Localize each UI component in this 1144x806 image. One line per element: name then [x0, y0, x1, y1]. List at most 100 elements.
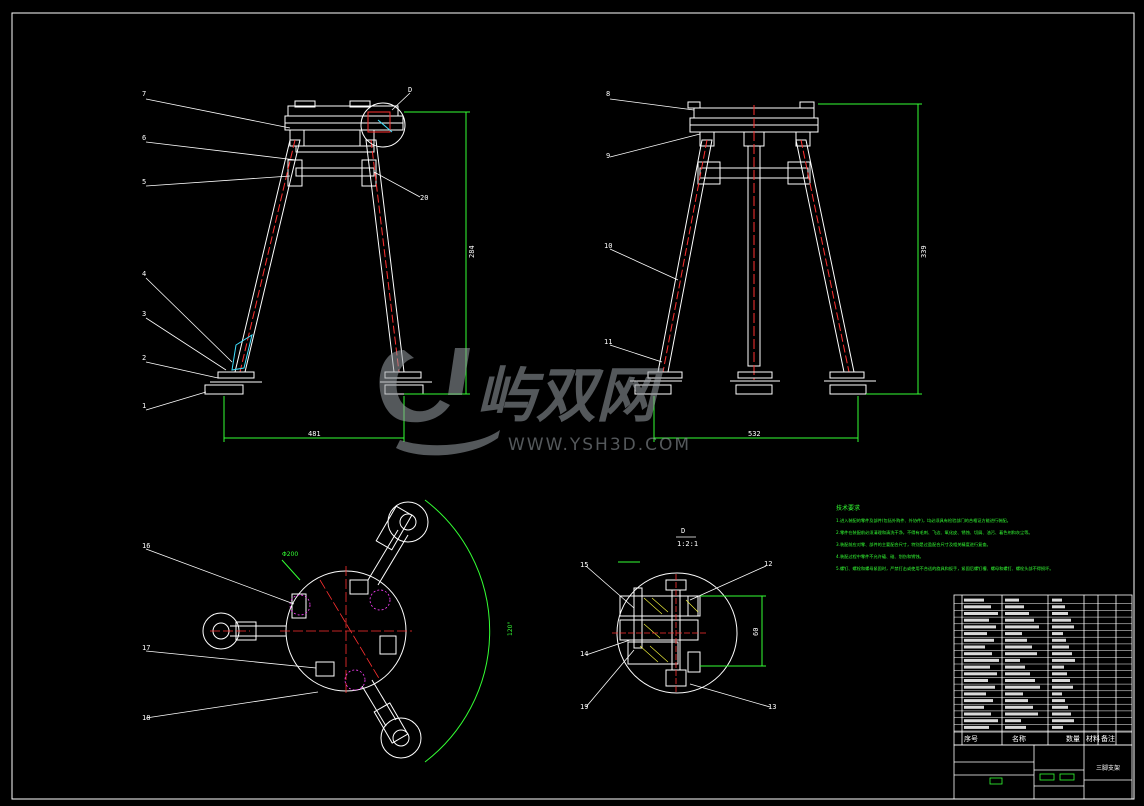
- bom-cell-mark: [1005, 679, 1035, 682]
- bom-cell-mark: [1005, 672, 1030, 676]
- front-view-dimensions: [223, 111, 470, 442]
- bom-cell-mark: [1005, 719, 1021, 723]
- label-18: 18: [142, 714, 150, 722]
- label-4: 4: [142, 270, 146, 278]
- bom-cell-mark: [964, 679, 988, 682]
- bom-cell-mark: [964, 638, 994, 642]
- bom-cell-mark: [1052, 652, 1072, 656]
- bom-cell-mark: [1052, 665, 1064, 669]
- label-16: 16: [142, 542, 150, 550]
- bom-cell-mark: [964, 598, 984, 602]
- label-12: 12: [764, 560, 772, 568]
- tech-notes-heading: 技术要求: [836, 504, 860, 512]
- side-base-dim: 532: [748, 430, 761, 438]
- bom-header-mat: 材料: [1086, 734, 1100, 743]
- bom-cell-mark: [1005, 692, 1023, 696]
- tech-note-line-2: 2.零件在装配前必须清理和清洗干净，不得有毛刺、飞边、氧化皮、锈蚀、切屑、油污、…: [836, 529, 1033, 536]
- label-D: D: [408, 86, 412, 94]
- label-20: 20: [420, 194, 428, 202]
- bom-cell-mark: [964, 658, 999, 662]
- bom-cell-mark: [1052, 605, 1065, 609]
- bom-cell-mark: [1052, 719, 1074, 723]
- bom-cell-mark: [1052, 612, 1068, 615]
- top-angle-dim: 120°: [507, 622, 514, 636]
- bom-header-no: 序号: [964, 734, 978, 743]
- label-3: 3: [142, 310, 146, 318]
- detail-dimensions: [618, 561, 766, 667]
- bom-cell-mark: [1005, 652, 1037, 656]
- bom-cell-mark: [1052, 632, 1063, 636]
- side-view-dimensions: [653, 103, 922, 442]
- sheet-border: [11, 12, 1135, 800]
- bom-cell-mark: [964, 725, 989, 729]
- title-block-marks: [989, 773, 1075, 785]
- side-view: [630, 101, 876, 395]
- detail-scale: 1:2:1: [677, 540, 698, 548]
- watermark-brand: 屿双网: [476, 361, 664, 431]
- label-9: 9: [606, 152, 610, 160]
- bom-header-name: 名称: [1012, 734, 1026, 743]
- bom-cell-mark: [1005, 705, 1033, 709]
- bom-cell-mark: [1052, 618, 1071, 622]
- top-view: [202, 501, 429, 759]
- bom-cell-mark: [1005, 605, 1024, 609]
- detail-centerlines: [612, 574, 706, 692]
- bom-cell-mark: [1052, 658, 1075, 662]
- side-height-dim: 339: [920, 245, 928, 258]
- bom-header-qty: 数量: [1066, 734, 1080, 743]
- label-8: 8: [606, 90, 610, 98]
- watermark: 屿双网 WWW.YSH3D.COM: [379, 348, 689, 456]
- bom-cell-mark: [964, 625, 996, 629]
- label-19: 19: [580, 703, 588, 711]
- bom-cell-mark: [1005, 665, 1025, 669]
- label-15: 15: [580, 561, 588, 569]
- top-view-dimensions: [281, 499, 491, 763]
- detail-leaders: [585, 565, 771, 708]
- front-view-highlights: [231, 119, 393, 371]
- label-7: 7: [142, 90, 146, 98]
- bom-cell-mark: [1052, 705, 1068, 709]
- bom-rows: [954, 603, 1132, 732]
- bom-cell-mark: [964, 712, 991, 716]
- bom-cell-mark: [964, 618, 989, 622]
- front-view-leaders: [145, 92, 421, 411]
- bom-cell-mark: [964, 699, 993, 703]
- detail-height-dim: 60: [752, 628, 760, 636]
- drawing-name: 三脚支架: [1096, 764, 1120, 772]
- bom-cell-mark: [1005, 699, 1028, 703]
- top-diameter-dim: Φ200: [282, 551, 298, 558]
- label-11: 11: [604, 338, 612, 346]
- bom-cell-mark: [964, 705, 984, 709]
- front-base-dim: 481: [308, 430, 321, 438]
- bom-cell-mark: [1005, 632, 1022, 636]
- top-view-magenta: [289, 589, 391, 691]
- bom-cell-mark: [964, 652, 992, 656]
- top-view-centerlines: [210, 566, 412, 696]
- bom-cell-mark: [1052, 638, 1066, 642]
- bom-cell-mark: [964, 665, 990, 669]
- bom-cell-mark: [964, 692, 986, 696]
- bom-cell-mark: [964, 685, 995, 689]
- bom-cell-mark: [1005, 625, 1039, 629]
- bom-cell-mark: [1005, 645, 1032, 649]
- bom-cell-mark: [1052, 725, 1063, 729]
- bom-cell-mark: [1005, 725, 1026, 729]
- detail-hatch: [639, 597, 699, 663]
- bom-cell-mark: [1052, 625, 1074, 629]
- tech-note-line-3: 3.装配前应对零、部件的主要配合尺寸，特别是过盈配合尺寸及相关精度进行复查。: [836, 541, 991, 548]
- label-13: 13: [768, 703, 776, 711]
- bom-cell-mark: [964, 719, 998, 723]
- bom-header-note: 备注: [1101, 734, 1115, 743]
- bom-cell-mark: [1052, 699, 1065, 703]
- watermark-logo-icon: [379, 348, 500, 456]
- detail-title: D: [681, 527, 685, 535]
- bom-cell-mark: [1052, 672, 1067, 676]
- bom-text-marks: [964, 598, 1075, 729]
- bom-cell-mark: [964, 645, 985, 649]
- label-5: 5: [142, 178, 146, 186]
- bom-cell-mark: [1052, 712, 1071, 716]
- label-2: 2: [142, 354, 146, 362]
- bom-cell-mark: [1005, 598, 1019, 602]
- bom-cell-mark: [1005, 658, 1020, 662]
- bom-cell-mark: [1005, 612, 1029, 615]
